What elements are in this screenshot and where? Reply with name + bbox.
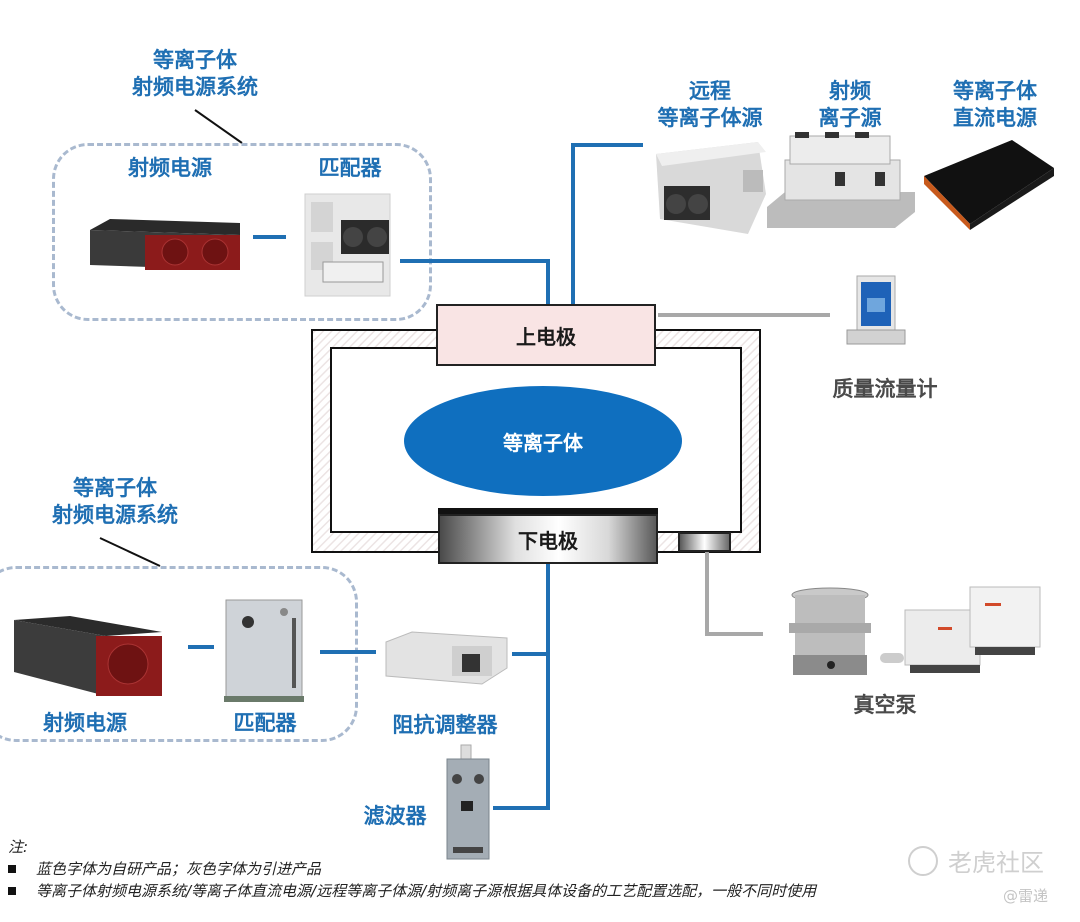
mfc-gas-line <box>658 313 830 317</box>
upper-electrode: 上电极 <box>436 304 656 366</box>
wafer-layer <box>438 508 658 515</box>
top-rf-system-title: 等离子体 射频电源系统 <box>132 48 258 99</box>
rf-ion-source-icon <box>767 132 915 228</box>
filter-device-icon <box>446 744 490 860</box>
vacuum-line-h <box>705 632 763 636</box>
note-item-2: 等离子体射频电源系统/等离子体直流电源/远程等离子体源/射频离子源根据具体设备的… <box>8 880 816 901</box>
bottom-rf-system-pointer <box>99 537 161 567</box>
bullet-icon <box>8 886 16 895</box>
lower-electrode-feed-line <box>546 564 550 810</box>
exhaust-port <box>678 532 731 552</box>
top-matcher-upper-link-h <box>400 259 550 263</box>
impedance-tuner-label: 阻抗调整器 <box>392 713 498 737</box>
filter-label: 滤波器 <box>363 804 427 828</box>
lower-electrode: 下电极 <box>438 514 658 564</box>
plasma-dc-power-icon <box>924 140 1054 230</box>
filter-link <box>493 806 550 810</box>
bottom-rf-system-group <box>0 566 358 742</box>
top-rf-power-device-icon <box>90 219 240 270</box>
bullet-icon <box>8 864 16 873</box>
mass-flow-meter-icon <box>846 275 906 345</box>
notes-heading: 注: <box>8 838 29 856</box>
top-matcher-label: 匹配器 <box>318 156 382 180</box>
top-matcher-upper-link-v <box>546 259 550 304</box>
bottom-rf-power-device-icon <box>14 616 162 696</box>
plasma-ellipse: 等离子体 <box>404 386 682 496</box>
sources-link-h <box>571 143 643 147</box>
top-matcher-device-icon <box>304 193 391 297</box>
rf-ion-source-label: 射频 离子源 <box>818 79 882 130</box>
dry-pump-icon <box>880 586 1041 673</box>
watermark-brand: 老虎社区 <box>908 843 1044 878</box>
bottom-matcher-device-icon <box>224 599 304 702</box>
mass-flow-meter-label: 质量流量计 <box>832 377 938 401</box>
impedance-tuner-icon <box>385 631 508 685</box>
top-rf-system-group <box>52 143 432 321</box>
vacuum-line-v <box>705 552 709 636</box>
bottom-matcher-label: 匹配器 <box>233 711 297 735</box>
top-rf-system-pointer <box>194 109 243 144</box>
bottom-rf-system-title: 等离子体 射频电源系统 <box>52 476 178 527</box>
bottom-rf-power-label: 射频电源 <box>43 711 127 735</box>
tiger-logo-icon <box>908 845 938 876</box>
watermark-author: @雷递 <box>1003 887 1049 905</box>
remote-plasma-source-label: 远程 等离子体源 <box>657 79 763 130</box>
tuner-lower-link <box>512 652 548 656</box>
top-power-matcher-link <box>253 235 286 239</box>
sources-link-v <box>571 143 575 304</box>
plasma-dc-power-label: 等离子体 直流电源 <box>953 79 1037 130</box>
remote-plasma-source-icon <box>656 142 766 234</box>
top-rf-power-label: 射频电源 <box>128 156 212 180</box>
vacuum-pump-label: 真空泵 <box>853 693 917 717</box>
bottom-power-matcher-link <box>188 645 214 649</box>
note-item-1: 蓝色字体为自研产品；灰色字体为引进产品 <box>8 858 321 879</box>
bottom-matcher-tuner-link <box>320 650 376 654</box>
turbo-pump-icon <box>789 587 871 675</box>
